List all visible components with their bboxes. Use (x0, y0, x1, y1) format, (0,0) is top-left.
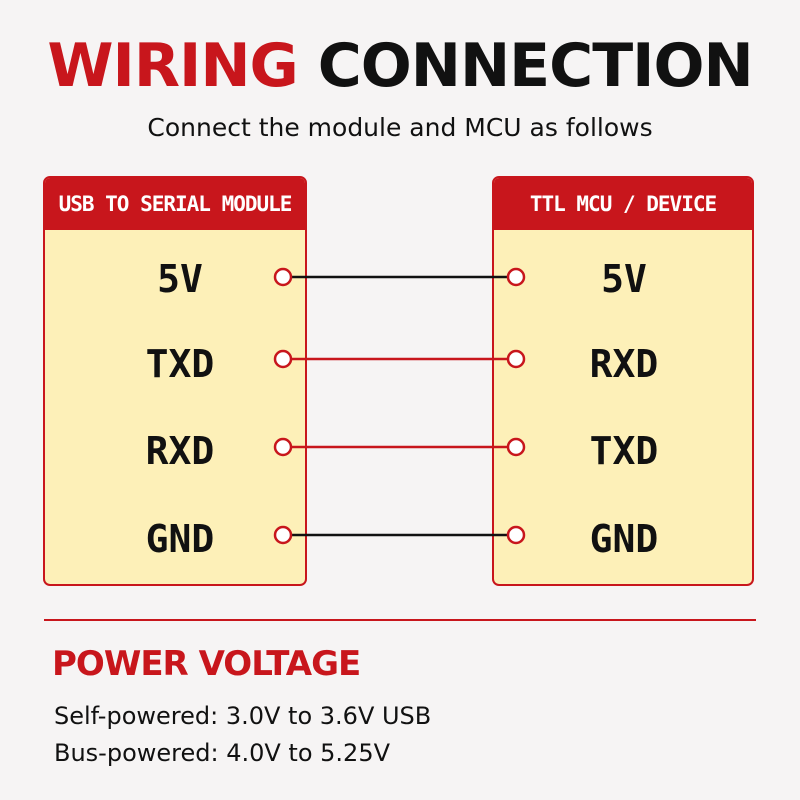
right-pin-label: 5V (601, 257, 647, 301)
title-word-wiring: WIRING (47, 31, 298, 101)
right-pin-terminal (506, 437, 526, 457)
right-pin-label: RXD (589, 342, 659, 386)
left-pin-label: GND (145, 517, 215, 561)
section-divider (44, 619, 756, 621)
right-pin-terminal (506, 525, 526, 545)
page-subtitle: Connect the module and MCU as follows (147, 113, 653, 142)
left-pin-label: TXD (145, 342, 215, 386)
ttl-mcu-device-box: TTL MCU / DEVICE 5V RXD TXD GND (492, 176, 754, 586)
left-pin-label: 5V (157, 257, 203, 301)
usb-serial-module-header: USB TO SERIAL MODULE (45, 178, 305, 230)
title-word-connection: CONNECTION (317, 31, 754, 101)
self-powered-line: Self-powered: 3.0V to 3.6V USB (54, 702, 432, 730)
right-pin-terminal (506, 349, 526, 369)
ttl-mcu-device-header: TTL MCU / DEVICE (494, 178, 752, 230)
page-title: WIRING CONNECTION (0, 28, 800, 104)
power-voltage-title: POWER VOLTAGE (52, 644, 361, 684)
left-pin-terminal (273, 349, 293, 369)
left-pin-terminal (273, 267, 293, 287)
bus-powered-line: Bus-powered: 4.0V to 5.25V (54, 739, 390, 767)
right-pin-terminal (506, 267, 526, 287)
right-pin-label: GND (589, 517, 659, 561)
left-pin-terminal (273, 525, 293, 545)
usb-serial-module-box: USB TO SERIAL MODULE 5V TXD RXD GND (43, 176, 307, 586)
left-pin-label: RXD (145, 429, 215, 473)
left-pin-terminal (273, 437, 293, 457)
right-pin-label: TXD (589, 429, 659, 473)
